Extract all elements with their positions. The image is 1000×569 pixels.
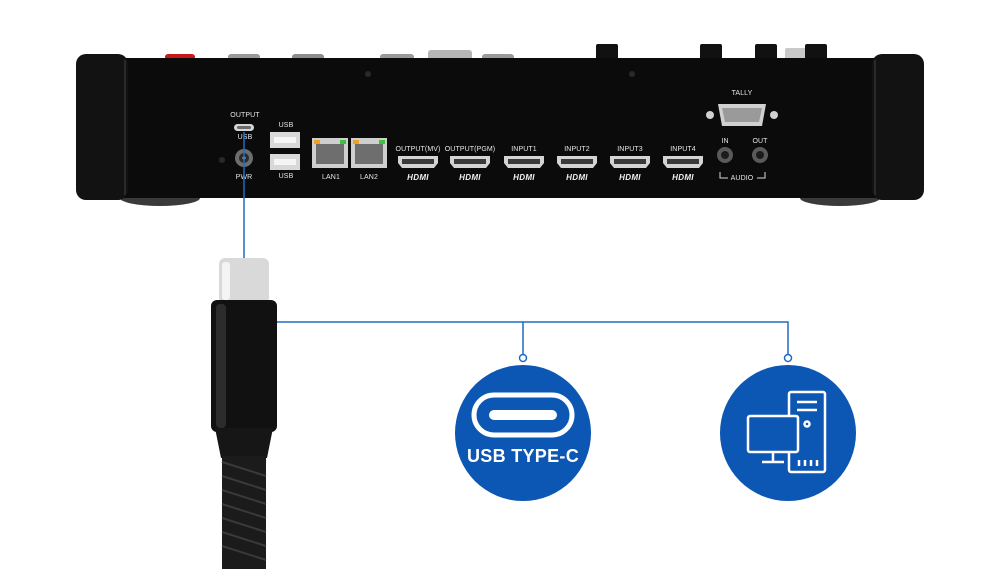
tally-label: TALLY — [731, 90, 753, 97]
usb-c-plug-icon — [219, 258, 269, 304]
device-body-graphic — [76, 44, 924, 206]
lan1-label: LAN1 — [322, 174, 340, 181]
output-usb-label-bottom: USB — [237, 134, 253, 141]
hdmi-logo: HDMI — [566, 173, 588, 182]
usb-a-label-bottom: USB — [278, 173, 294, 180]
hdmi-logo: HDMI — [407, 173, 429, 182]
hdmi-logo: HDMI — [672, 173, 694, 182]
hdmi-logo: HDMI — [619, 173, 641, 182]
audio-in-label: IN — [721, 138, 729, 145]
output-usb-label-top: OUTPUT — [230, 112, 260, 119]
audio-out-label: OUT — [752, 138, 768, 145]
lan2-label: LAN2 — [360, 174, 378, 181]
audio-group-label: AUDIO — [730, 175, 754, 182]
hdmi-port-label: INPUT2 — [564, 146, 590, 153]
usb-a-label-top: USB — [278, 122, 294, 129]
hdmi-port-label: INPUT3 — [617, 146, 643, 153]
hdmi-port-label: INPUT4 — [670, 146, 696, 153]
computer-icon — [746, 390, 827, 474]
usb-c-port-icon — [471, 392, 575, 438]
hdmi-port-label: INPUT1 — [511, 146, 537, 153]
usb-type-c-label: USB TYPE-C — [466, 446, 580, 466]
hdmi-port-label: OUTPUT(MV) — [395, 146, 441, 153]
hdmi-logo: HDMI — [513, 173, 535, 182]
hdmi-port-label: OUTPUT(PGM) — [444, 146, 496, 153]
hdmi-logo: HDMI — [459, 173, 481, 182]
